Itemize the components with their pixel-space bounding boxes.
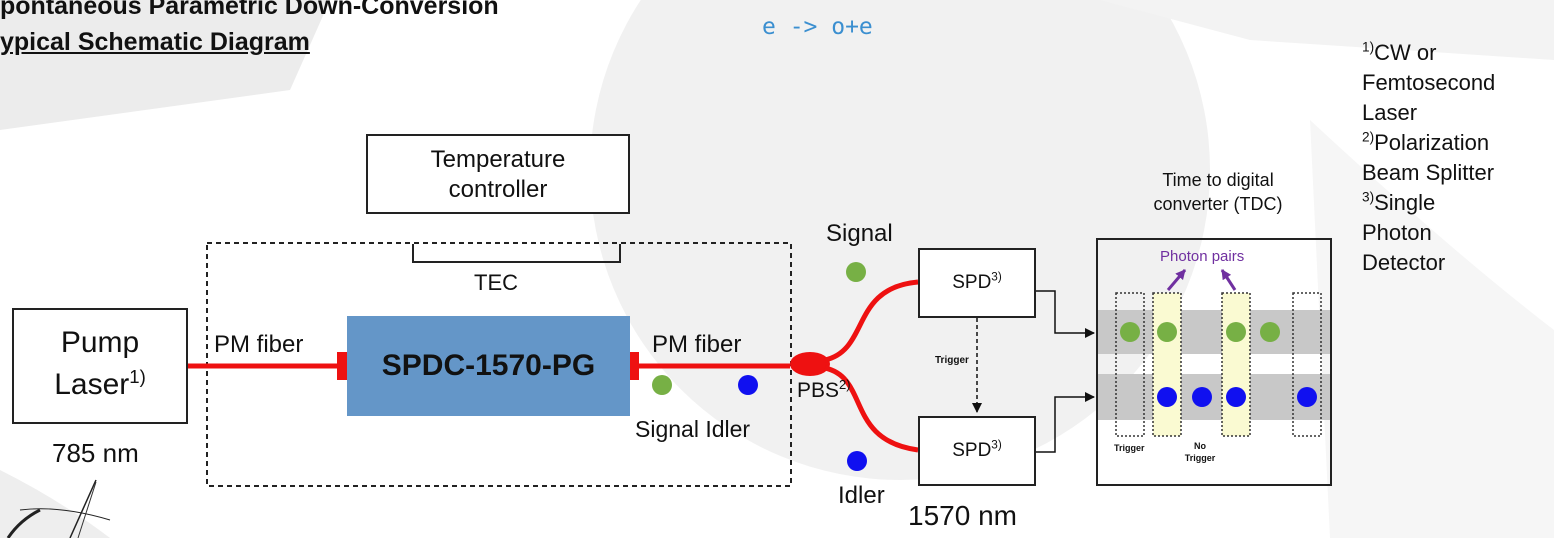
signal-idler-label: Signal Idler bbox=[635, 416, 751, 442]
pm-fiber-right-label: PM fiber bbox=[652, 331, 742, 358]
no-trigger-window bbox=[1292, 292, 1322, 437]
tec-label: TEC bbox=[474, 270, 518, 295]
tec-bracket bbox=[412, 244, 621, 263]
photon-pairs-arrow-1 bbox=[1166, 269, 1187, 291]
process-equation: e -> o+e bbox=[762, 14, 873, 40]
spd-signal-label: SPD bbox=[952, 272, 992, 293]
output-wavelength: 1570 nm bbox=[908, 500, 1017, 531]
footnote-2: 2)Polarization bbox=[1362, 128, 1495, 158]
tdc-box bbox=[1096, 238, 1332, 486]
idler-photon-dot bbox=[738, 375, 758, 395]
pump-label-line2: Laser1) bbox=[14, 364, 186, 406]
tdc-idler-dot bbox=[1226, 387, 1246, 407]
signal-photon-dot bbox=[652, 375, 672, 395]
temperature-controller-line1: Temperature bbox=[430, 146, 566, 173]
photon-pairs-label: Photon pairs bbox=[1160, 248, 1245, 265]
footnotes: 1)CW or Femtosecond Laser 2)Polarization… bbox=[1362, 38, 1495, 278]
temperature-controller-box: Temperature controller bbox=[366, 134, 630, 214]
footnote-1-line3: Laser bbox=[1362, 100, 1418, 125]
footnote-3-line2: Photon bbox=[1362, 220, 1432, 245]
idler-output-label: Idler bbox=[838, 482, 885, 509]
tdc-title-line1: Time to digital bbox=[1162, 170, 1274, 190]
signal-fiber bbox=[824, 279, 919, 363]
decorative-line bbox=[77, 481, 97, 538]
footnote-1-marker: 1) bbox=[1362, 39, 1375, 55]
pbs-label-marker: 2) bbox=[839, 377, 851, 392]
trigger-window bbox=[1115, 292, 1145, 437]
fiber-connector-left bbox=[337, 352, 347, 380]
spdc-crystal: SPDC-1570-PG bbox=[347, 316, 630, 416]
spd-idler-box: SPD3) bbox=[918, 416, 1036, 486]
footnote-3-line3: Detector bbox=[1362, 250, 1446, 275]
photon-pairs-arrow-2 bbox=[1220, 269, 1237, 291]
tdc-idler-dot bbox=[1192, 387, 1212, 407]
pump-label-laser: Laser bbox=[54, 368, 130, 401]
footnote-3-line1: Single bbox=[1374, 190, 1436, 215]
tdc-no-trigger-line2: Trigger bbox=[1184, 453, 1216, 463]
footnote-1-line2: Femtosecond bbox=[1362, 70, 1496, 95]
pair-window-2 bbox=[1221, 292, 1251, 437]
footnote-2-line2: Beam Splitter bbox=[1362, 160, 1495, 185]
footnote-1-line1: CW or bbox=[1374, 40, 1437, 65]
pump-laser-box: Pump Laser1) bbox=[12, 308, 188, 424]
spd-idler-marker: 3) bbox=[991, 438, 1002, 452]
pbs-label: PBS2) bbox=[797, 377, 851, 402]
pump-label-line1: Pump bbox=[60, 326, 140, 359]
diagram-title-line2: ypical Schematic Diagram bbox=[0, 28, 310, 56]
tdc-no-trigger-line1: No bbox=[1194, 441, 1206, 451]
tdc-signal-dot bbox=[1157, 322, 1177, 342]
pbs-label-text: PBS bbox=[797, 379, 840, 402]
signal-output-label: Signal bbox=[826, 220, 893, 247]
footnote-2-line1: Polarization bbox=[1374, 130, 1490, 155]
pm-fiber-left-label: PM fiber bbox=[214, 331, 304, 358]
fiber-connector-right bbox=[629, 352, 639, 380]
footnote-3: 3)Single bbox=[1362, 188, 1495, 218]
idler-output-dot bbox=[847, 451, 867, 471]
signal-output-dot bbox=[846, 262, 866, 282]
pair-window-1 bbox=[1152, 292, 1182, 437]
footnote-1: 1)CW or bbox=[1362, 38, 1495, 68]
tdc-signal-dot bbox=[1226, 322, 1246, 342]
spd-signal-box: SPD3) bbox=[918, 248, 1036, 318]
tdc-title: Time to digital converter (TDC) bbox=[1110, 168, 1326, 216]
tdc-idler-dot bbox=[1157, 387, 1177, 407]
temperature-controller-line2: controller bbox=[448, 176, 548, 203]
tdc-idler-dot bbox=[1297, 387, 1317, 407]
spd1-to-tdc bbox=[1036, 290, 1095, 338]
idler-fiber bbox=[824, 365, 919, 453]
idler-band bbox=[1098, 374, 1330, 420]
tdc-title-line2: converter (TDC) bbox=[1153, 194, 1283, 214]
tdc-no-trigger-label: No Trigger bbox=[1180, 440, 1220, 464]
spd-idler-label: SPD bbox=[952, 440, 992, 461]
footnote-3-marker: 3) bbox=[1362, 189, 1375, 205]
tdc-signal-dot bbox=[1120, 322, 1140, 342]
pump-label-marker: 1) bbox=[129, 366, 146, 387]
tdc-signal-dot bbox=[1260, 322, 1280, 342]
pump-wavelength: 785 nm bbox=[52, 438, 139, 468]
pbs-element bbox=[790, 352, 830, 376]
tdc-trigger-label: Trigger bbox=[1114, 443, 1145, 453]
trigger-label: Trigger bbox=[935, 355, 969, 366]
footnote-2-marker: 2) bbox=[1362, 129, 1375, 145]
spd2-to-tdc bbox=[1036, 392, 1095, 453]
diagram-title-line1: pontaneous Parametric Down-Conversion bbox=[0, 0, 499, 20]
spd-signal-marker: 3) bbox=[991, 270, 1002, 284]
